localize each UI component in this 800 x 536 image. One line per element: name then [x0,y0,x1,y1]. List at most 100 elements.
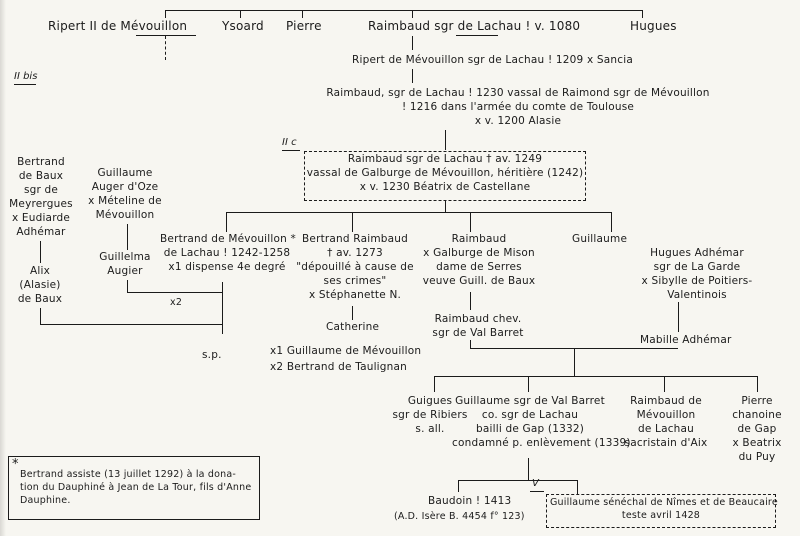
tag-iibis-underline [14,84,36,85]
auger-line2: Auger d'Oze [91,181,159,193]
sibling-bar-gen7 [434,376,758,378]
pch-line3: de Gap [737,423,777,435]
drop-ripert [165,10,167,18]
line-to-sp [222,282,224,334]
pch-line4: x Beatrix [732,437,782,449]
drop-raimbaud-mev [664,376,666,392]
gen3-line2: ! 1216 dans l'armée du comte de Toulouse [401,101,635,113]
baux-line6: Adhémar [16,226,66,238]
gsen-line2: teste avril 1428 [621,510,701,521]
braim-line1: Bertrand Raimbaud [302,233,408,245]
bmev-line1: Bertrand de Mévouillon * [160,233,296,245]
raim-line1: Raimbaud [451,233,507,245]
person-bertrand-baux: Bertrand de Baux sgr de Meyrergues x Eud… [6,155,76,239]
dashed-box-guillaume-senechal [546,494,776,528]
baux-line2: de Baux [18,170,64,182]
pch-line1: Pierre [741,395,773,407]
drop-hugues [642,10,644,18]
person-hugues: Hugues [630,19,677,33]
auger-line3: x Mételine de [88,195,162,207]
hadh-line1: Hugues Adhémar [650,247,744,259]
hadh-line3: x Sibylle de Poitiers- [641,275,753,287]
braim-line2: † av. 1273 [327,247,383,259]
baux-line5: x Eudiarde [11,212,71,224]
line-to-mabille [678,302,680,332]
note-line2: tion du Dauphiné à Jean de La Tour, fils… [20,482,252,493]
label-sp: s.p. [202,349,222,361]
tag-iic-label: II c [282,137,297,148]
sibling-bar-gen8 [458,480,578,482]
hadh-line4: Valentinois [667,289,727,301]
person-catherine: Catherine [326,321,380,333]
person-bertrand-mevouillon: Bertrand de Mévouillon * de Lachau ! 124… [160,232,296,274]
person-guillaume-senechal: Guillaume sénéchal de Nîmes et de Beauca… [550,496,778,522]
line-to-gen8 [528,458,530,480]
label-x2: x2 [170,297,183,308]
person-hugues-adhemar: Hugues Adhémar sgr de La Garde x Sibylle… [632,246,762,302]
gen3-line3: x v. 1200 Alasie [474,115,562,127]
guillelma-line2: Augier [107,265,143,277]
line-to-raimbaud-chev [470,292,472,310]
line-to-guillelma [127,224,129,250]
person-guillaume: Guillaume [572,233,628,245]
person-mabille: Mabille Adhémar [640,334,732,346]
tag-iibis-label: II bis [14,71,38,82]
rchev-line2: sgr de Val Barret [432,327,524,339]
catherine-marriage-2: x2 Bertrand de Taulignan [270,361,408,373]
gvb-line3: bailli de Gap (1332) [475,423,585,435]
guigues-line1: Guigues [407,395,453,407]
baudoin-reference: (A.D. Isère B. 4454 f° 123) [394,511,525,522]
hadh-line2: sgr de La Garde [653,261,741,273]
person-guigues: Guigues sgr de Ribiers s. all. [384,394,476,436]
braim-line5: x Stéphanette N. [308,289,402,301]
person-ripert-ii: Ripert II de Mévouillon [48,19,188,33]
drop-guigues [434,376,436,392]
person-guillaume-val-barret: Guillaume sgr de Val Barret co. sgr de L… [452,394,630,450]
baux-line4: Meyrergues [9,198,73,210]
tag-iic-underline [282,150,300,151]
note-line1: Bertrand assiste (13 juillet 1292) à la … [20,469,237,480]
catherine-marriage-1: x1 Guillaume de Mévouillon [270,345,422,357]
person-raimbaud-1230: Raimbaud, sgr de Lachau ! 1230 vassal de… [320,86,716,128]
drop-pierre [302,10,304,18]
person-raimbaud-mevouillon: Raimbaud de Mévouillon de Lachau sacrist… [616,394,716,450]
rmev-line4: sacristain d'Aix [624,437,708,449]
person-raimbaud-1249: Raimbaud sgr de Lachau † av. 1249 vassal… [304,152,586,194]
baux-line1: Bertrand [17,156,65,168]
drop-raimbaud [412,10,414,18]
gvb-line2: co. sgr de Lachau [481,409,579,421]
marriage-bar-alix [40,324,222,326]
line-to-gen3 [412,69,414,83]
line-to-children [445,200,447,212]
auger-line4: Mévouillon [95,209,155,221]
section-tag-iibis: II bis [14,71,37,82]
rmev-line2: Mévouillon [636,409,696,421]
gen4-line3: x v. 1230 Béatrix de Castellane [359,181,531,193]
footnote-star: * [12,457,19,472]
line-to-gen2 [412,36,414,50]
sibling-bar-children [226,212,612,214]
footnote-text: Bertrand assiste (13 juillet 1292) à la … [20,468,251,507]
person-guillaume-auger: Guillaume Auger d'Oze x Mételine de Mévo… [82,166,168,222]
drop-guillaume-senechal [577,480,579,494]
person-pierre-chanoine: Pierre chanoine de Gap x Beatrix du Puy [724,394,790,464]
line-to-gen7 [574,348,576,376]
person-alix: Alix (Alasie) de Baux [8,264,72,306]
drop-bertrand-mev [226,212,228,232]
braim-line3: "dépouillé à cause de [296,261,414,273]
person-raimbaud-chev: Raimbaud chev. sgr de Val Barret [420,312,536,340]
person-guillelma: Guillelma Augier [90,250,160,278]
line-alix-down [40,308,42,324]
guillelma-line1: Guillelma [99,251,151,263]
drop-raimbaud-child [470,212,472,232]
gen4-line1: Raimbaud sgr de Lachau † av. 1249 [347,153,543,165]
person-bertrand-raimbaud: Bertrand Raimbaud † av. 1273 "dépouillé … [296,232,414,302]
tag-v-label: V [532,478,539,489]
raim-line4: veuve Guill. de Baux [422,275,536,287]
alix-line1: Alix [29,265,51,277]
person-pierre: Pierre [286,19,322,33]
rmev-line1: Raimbaud de [630,395,702,407]
line-to-gen4 [445,130,447,150]
alix-line2: (Alasie) [19,279,61,291]
